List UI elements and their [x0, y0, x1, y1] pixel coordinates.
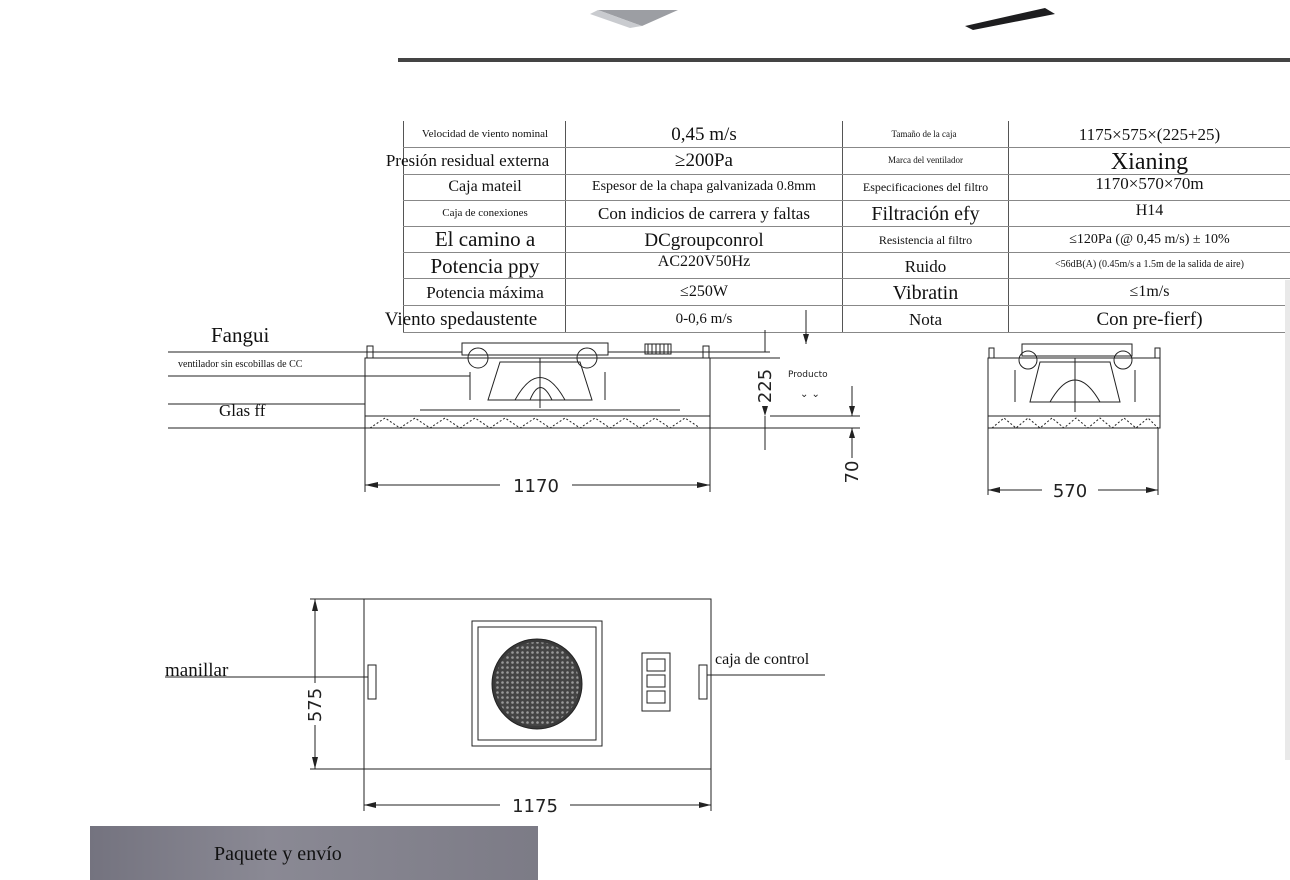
package-section-header: Paquete y envío	[90, 826, 538, 880]
spec-label: Resistencia al filtro	[878, 232, 973, 247]
spec-value: 1170×570×70m	[1095, 173, 1204, 193]
package-section-title: Paquete y envío	[214, 843, 342, 865]
spec-value: Con indicios de carrera y faltas	[598, 204, 810, 223]
spec-value: ≤250W	[680, 283, 728, 300]
spec-label: Potencia máxima	[426, 282, 544, 302]
spec-value: 1175×575×(225+25)	[1078, 124, 1221, 144]
spec-value: DCgroupconrol	[644, 230, 764, 251]
spec-label: Tamaño de la caja	[891, 128, 957, 139]
spec-label: Marca del ventilador	[888, 155, 963, 165]
dim-filter-label: 70	[842, 461, 863, 484]
product-photo-fragment-left	[590, 10, 678, 28]
dim-width-label: 1170	[513, 476, 559, 497]
product-label: Producto	[788, 370, 828, 380]
side-view-drawing: 1170 225 70 Producto ⌄ ⌄	[168, 310, 863, 497]
end-view-drawing: 570	[987, 343, 1161, 500]
fan-label: Fangui	[211, 323, 270, 347]
spec-value: 0-0,6 m/s	[675, 310, 733, 327]
control-box-label: caja de control	[715, 651, 810, 668]
svg-text:⌄ ⌄: ⌄ ⌄	[800, 389, 820, 400]
spec-value: Con pre-fierf)	[1096, 308, 1203, 330]
spec-label: Especificaciones del filtro	[862, 180, 989, 194]
spec-label: Caja mateil	[448, 178, 522, 195]
spec-value: ≥200Pa	[675, 150, 733, 171]
top-dim-depth-label: 575	[305, 688, 326, 722]
spec-label: Velocidad de viento nominal	[421, 127, 549, 140]
spec-value: ≤120Pa (@ 0,45 m/s) ± 10%	[1069, 231, 1230, 247]
top-view-drawing: 1175 575	[165, 598, 825, 817]
dim-height-label: 225	[755, 369, 776, 403]
spec-label: Filtración efy	[871, 202, 980, 225]
spec-value: Xianing	[1110, 149, 1189, 175]
spec-label: El camino a	[434, 227, 536, 251]
spec-label: Potencia ppy	[430, 253, 540, 278]
spec-label: Presión residual externa	[385, 151, 550, 170]
spec-value: Espesor de la chapa galvanizada 0.8mm	[592, 179, 816, 194]
product-photo-fragment-right	[965, 8, 1055, 30]
top-dim-width-label: 1175	[512, 796, 558, 817]
spec-label: Nota	[908, 309, 943, 329]
filter-label: Glas ff	[219, 401, 266, 420]
end-dim-width-label: 570	[1053, 481, 1087, 500]
spec-value: AC220V50Hz	[657, 253, 751, 270]
spec-label: Vibratin	[892, 282, 959, 304]
motor-label: ventilador sin escobillas de CC	[178, 359, 303, 370]
table-top-rule	[398, 58, 1290, 62]
spec-label: Caja de conexiones	[442, 206, 528, 219]
handle-label: manillar	[165, 660, 229, 681]
spec-value: H14	[1135, 202, 1164, 219]
spec-label: Viento spedaustente	[384, 308, 538, 330]
page-edge	[1285, 280, 1290, 760]
spec-value: ≤1m/s	[1129, 283, 1170, 300]
spec-label: Ruido	[904, 256, 947, 276]
spec-value: <56dB(A) (0.45m/s a 1.5m de la salida de…	[1055, 259, 1244, 270]
spec-value: 0,45 m/s	[671, 123, 737, 145]
spec-table: Velocidad de viento nominal 0,45 m/s Tam…	[0, 58, 1290, 333]
